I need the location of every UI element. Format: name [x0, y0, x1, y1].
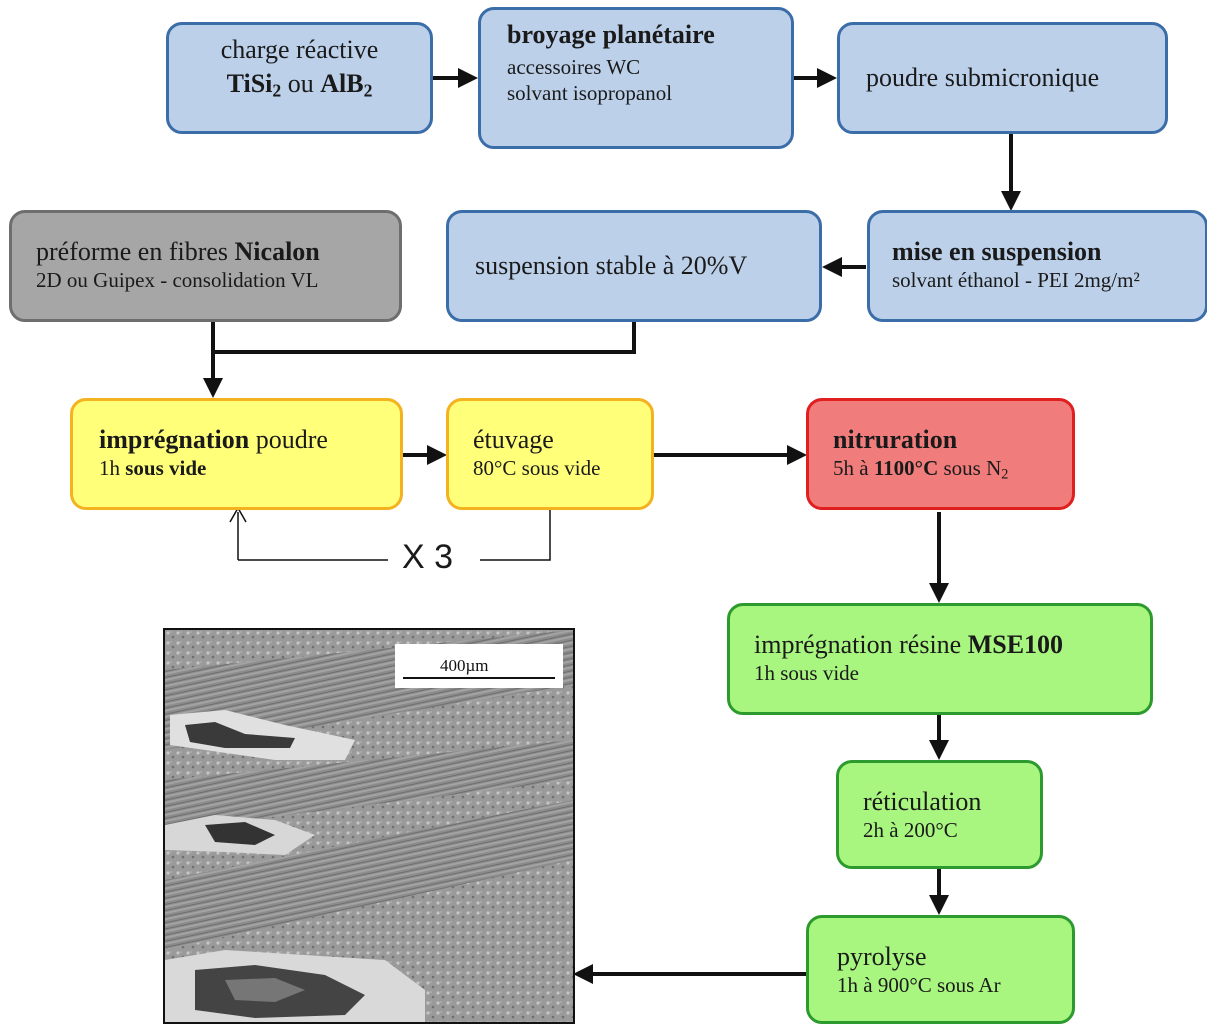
node-reticulation: réticulation 2h à 200°C [836, 760, 1043, 869]
node-charge-line2: TiSi2 ou AlB2 [226, 69, 373, 101]
node-etuvage-line1: étuvage [473, 425, 554, 454]
node-etuvage-line2: 80°C sous vide [473, 456, 601, 480]
loop-line-right [480, 510, 551, 561]
node-resine-line1: imprégnation résine MSE100 [754, 630, 1064, 659]
loop-label: X 3 [402, 538, 454, 576]
node-preforme: préforme en fibres Nicalon 2D ou Guipex … [9, 210, 402, 322]
node-reticulation-line1: réticulation [863, 787, 982, 816]
node-poudre-line1: poudre submicronique [866, 63, 1100, 92]
node-pyrolyse-line2: 1h à 900°C sous Ar [837, 973, 1001, 997]
node-broyage-line3: solvant isopropanol [507, 81, 673, 105]
node-stable-line1: suspension stable à 20%V [475, 251, 748, 280]
node-impregnation-resine: imprégnation résine MSE100 1h sous vide [727, 603, 1153, 715]
line-stable-down [213, 322, 636, 354]
node-impregnation-line2: 1h sous vide [99, 456, 207, 480]
node-resine-line2: 1h sous vide [754, 661, 859, 685]
node-suspension-title: mise en suspension [892, 237, 1102, 266]
micrograph-image [165, 630, 573, 1022]
scale-bar-label: 400µm [440, 656, 489, 675]
node-suspension-stable: suspension stable à 20%V [446, 210, 822, 322]
node-impregnation-line1: imprégnation poudre [99, 425, 328, 454]
node-impregnation-poudre: imprégnation poudre 1h sous vide [70, 398, 403, 510]
node-suspension-line2: solvant éthanol - PEI 2mg/m² [892, 268, 1140, 292]
node-reticulation-line2: 2h à 200°C [863, 818, 958, 842]
node-preforme-line2: 2D ou Guipex - consolidation VL [36, 268, 319, 292]
node-pyrolyse-line1: pyrolyse [837, 942, 927, 971]
node-broyage-line2: accessoires WC [507, 55, 641, 79]
node-mise-en-suspension: mise en suspension solvant éthanol - PEI… [867, 210, 1207, 322]
node-etuvage: étuvage 80°C sous vide [446, 398, 654, 510]
node-broyage-planetaire: broyage planétaire accessoires WC solvan… [478, 7, 794, 149]
node-pyrolyse: pyrolyse 1h à 900°C sous Ar [806, 915, 1075, 1024]
node-charge-line1: charge réactive [220, 35, 379, 64]
node-poudre-submicronique: poudre submicronique [837, 22, 1168, 134]
loop-arrowhead [229, 507, 247, 523]
node-charge-reactive: charge réactive TiSi2 ou AlB2 [166, 22, 433, 134]
node-nitruration: nitruration 5h à 1100°C sous N2 [806, 398, 1075, 510]
node-nitruration-line2: 5h à 1100°C sous N2 [833, 456, 1009, 483]
node-nitruration-title: nitruration [833, 425, 958, 454]
node-preforme-line1: préforme en fibres Nicalon [36, 237, 320, 266]
node-broyage-title: broyage planétaire [507, 20, 715, 49]
sem-micrograph [163, 628, 575, 1024]
